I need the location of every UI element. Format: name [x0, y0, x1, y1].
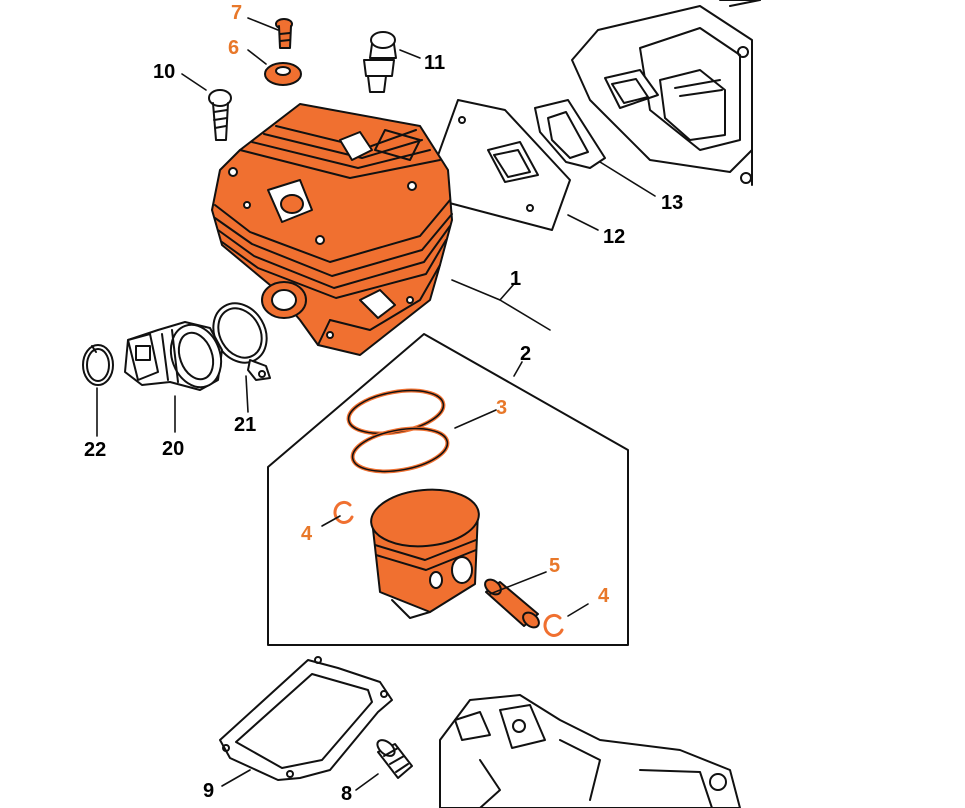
piston-pin — [484, 578, 540, 629]
washer-6 — [264, 62, 302, 86]
cylinder — [211, 103, 453, 356]
circlip-right — [543, 613, 564, 637]
callout-13: 13 — [661, 192, 683, 214]
callout-6: 6 — [228, 37, 239, 59]
callout-9: 9 — [203, 780, 214, 802]
callout-5: 5 — [549, 555, 560, 577]
callout-22: 22 — [84, 439, 106, 461]
callout-labels: 1 2 3 4 4 5 6 7 8 9 10 11 12 13 20 21 22 — [84, 2, 683, 805]
callout-4b: 4 — [598, 585, 610, 607]
callout-20: 20 — [162, 438, 184, 460]
circlip-left — [333, 500, 354, 524]
callout-3: 3 — [496, 397, 507, 419]
flange-ring — [82, 344, 114, 386]
callout-1: 1 — [510, 268, 521, 290]
callout-8: 8 — [341, 783, 352, 805]
intake-manifold — [124, 321, 223, 391]
piston-rings — [346, 388, 450, 474]
muffler — [571, 0, 761, 186]
screw-7 — [275, 18, 293, 49]
piston-kit-frame — [267, 333, 629, 646]
callout-12: 12 — [603, 226, 625, 248]
callout-4a: 4 — [301, 523, 313, 545]
screw-10 — [208, 89, 232, 141]
cylinder-base-gasket — [219, 656, 393, 781]
decompression-valve — [363, 31, 397, 93]
callout-10: 10 — [153, 61, 175, 83]
callout-21: 21 — [234, 414, 256, 436]
callout-7: 7 — [231, 2, 242, 24]
needle-cage — [376, 739, 413, 779]
callout-2: 2 — [520, 343, 531, 365]
heat-shield-plate — [431, 99, 571, 231]
crankcase — [439, 694, 741, 808]
leader-lines — [96, 17, 656, 791]
piston — [370, 488, 480, 619]
callout-11: 11 — [424, 52, 445, 74]
